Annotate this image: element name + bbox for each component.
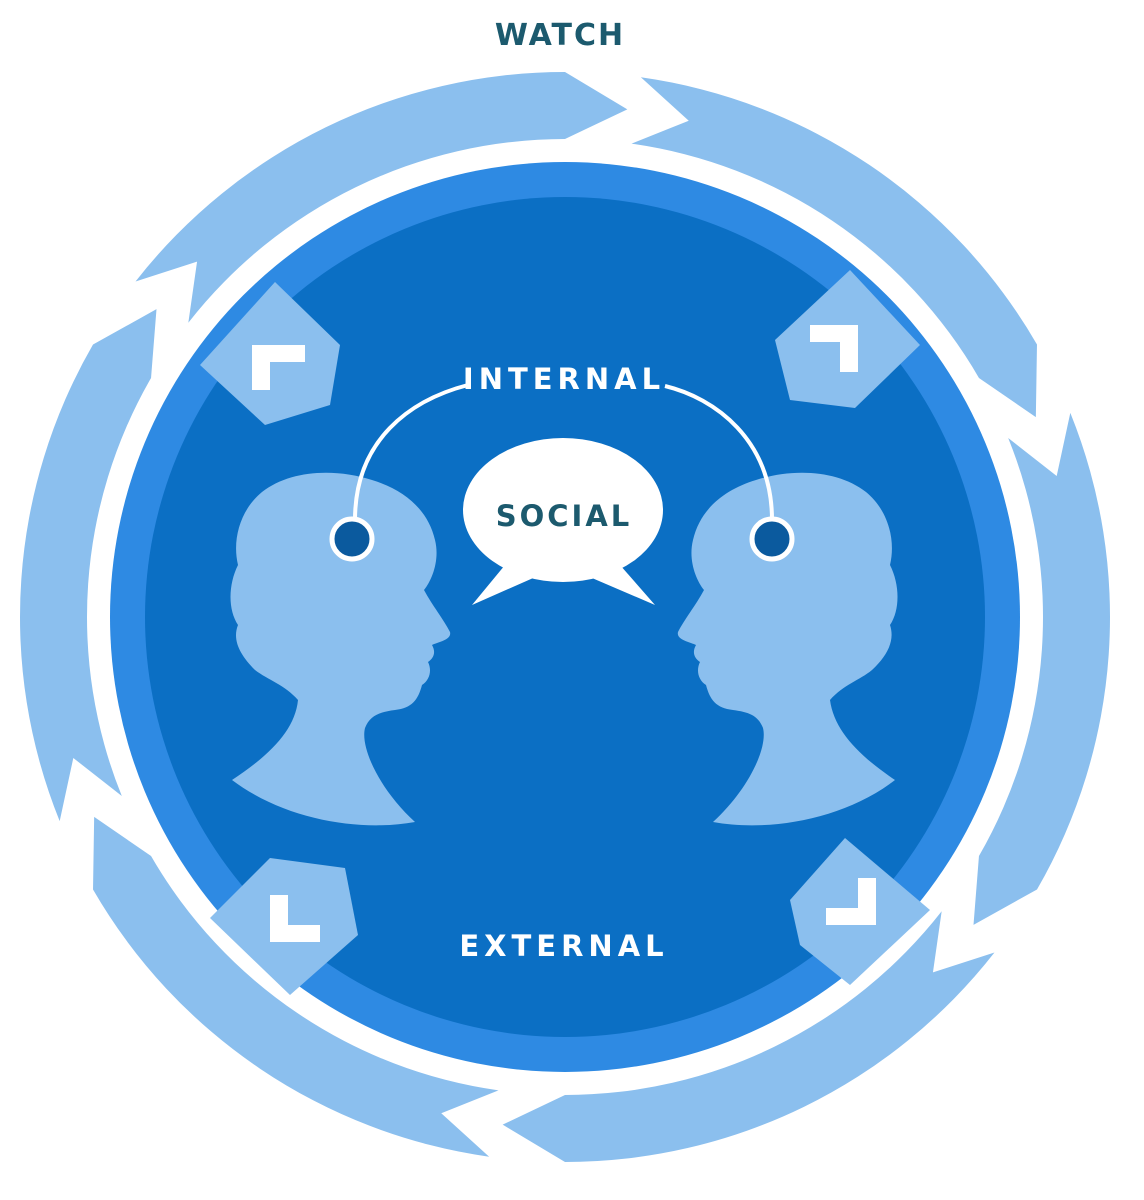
corner-mark-icon <box>270 895 320 942</box>
speech-bubble-icon <box>463 438 663 605</box>
right-head-silhouette-icon <box>677 472 898 826</box>
left-head-silhouette-icon <box>230 472 451 826</box>
left-connector-arc <box>353 383 469 521</box>
cycle-arrow-icon <box>631 77 1037 418</box>
external-label: EXTERNAL <box>459 929 668 963</box>
corner-tag-top-left <box>200 282 340 425</box>
right-connector-arc <box>664 384 774 521</box>
right-mind-dot-icon <box>749 516 795 562</box>
corner-mark-icon <box>826 878 876 925</box>
left-mind-dot-icon <box>329 516 375 562</box>
corner-tag-bottom-right <box>790 838 930 985</box>
corner-tag-bottom-left <box>210 858 358 995</box>
internal-label: INTERNAL <box>463 362 665 396</box>
cycle-arrows-ring <box>19 72 1111 1162</box>
corner-mark-icon <box>252 345 305 390</box>
corner-tag-top-right <box>775 270 920 408</box>
social-label: SOCIAL <box>496 499 633 533</box>
cycle-arrow-icon <box>502 911 995 1162</box>
corner-mark-icon <box>810 325 858 372</box>
inner-blue-disc <box>145 197 985 1037</box>
cycle-arrow-icon <box>135 72 628 323</box>
cycle-arrow-icon <box>19 309 157 822</box>
cycle-arrow-icon <box>93 816 499 1157</box>
cycle-arrow-icon <box>973 412 1111 925</box>
watch-label: WATCH <box>495 18 625 53</box>
